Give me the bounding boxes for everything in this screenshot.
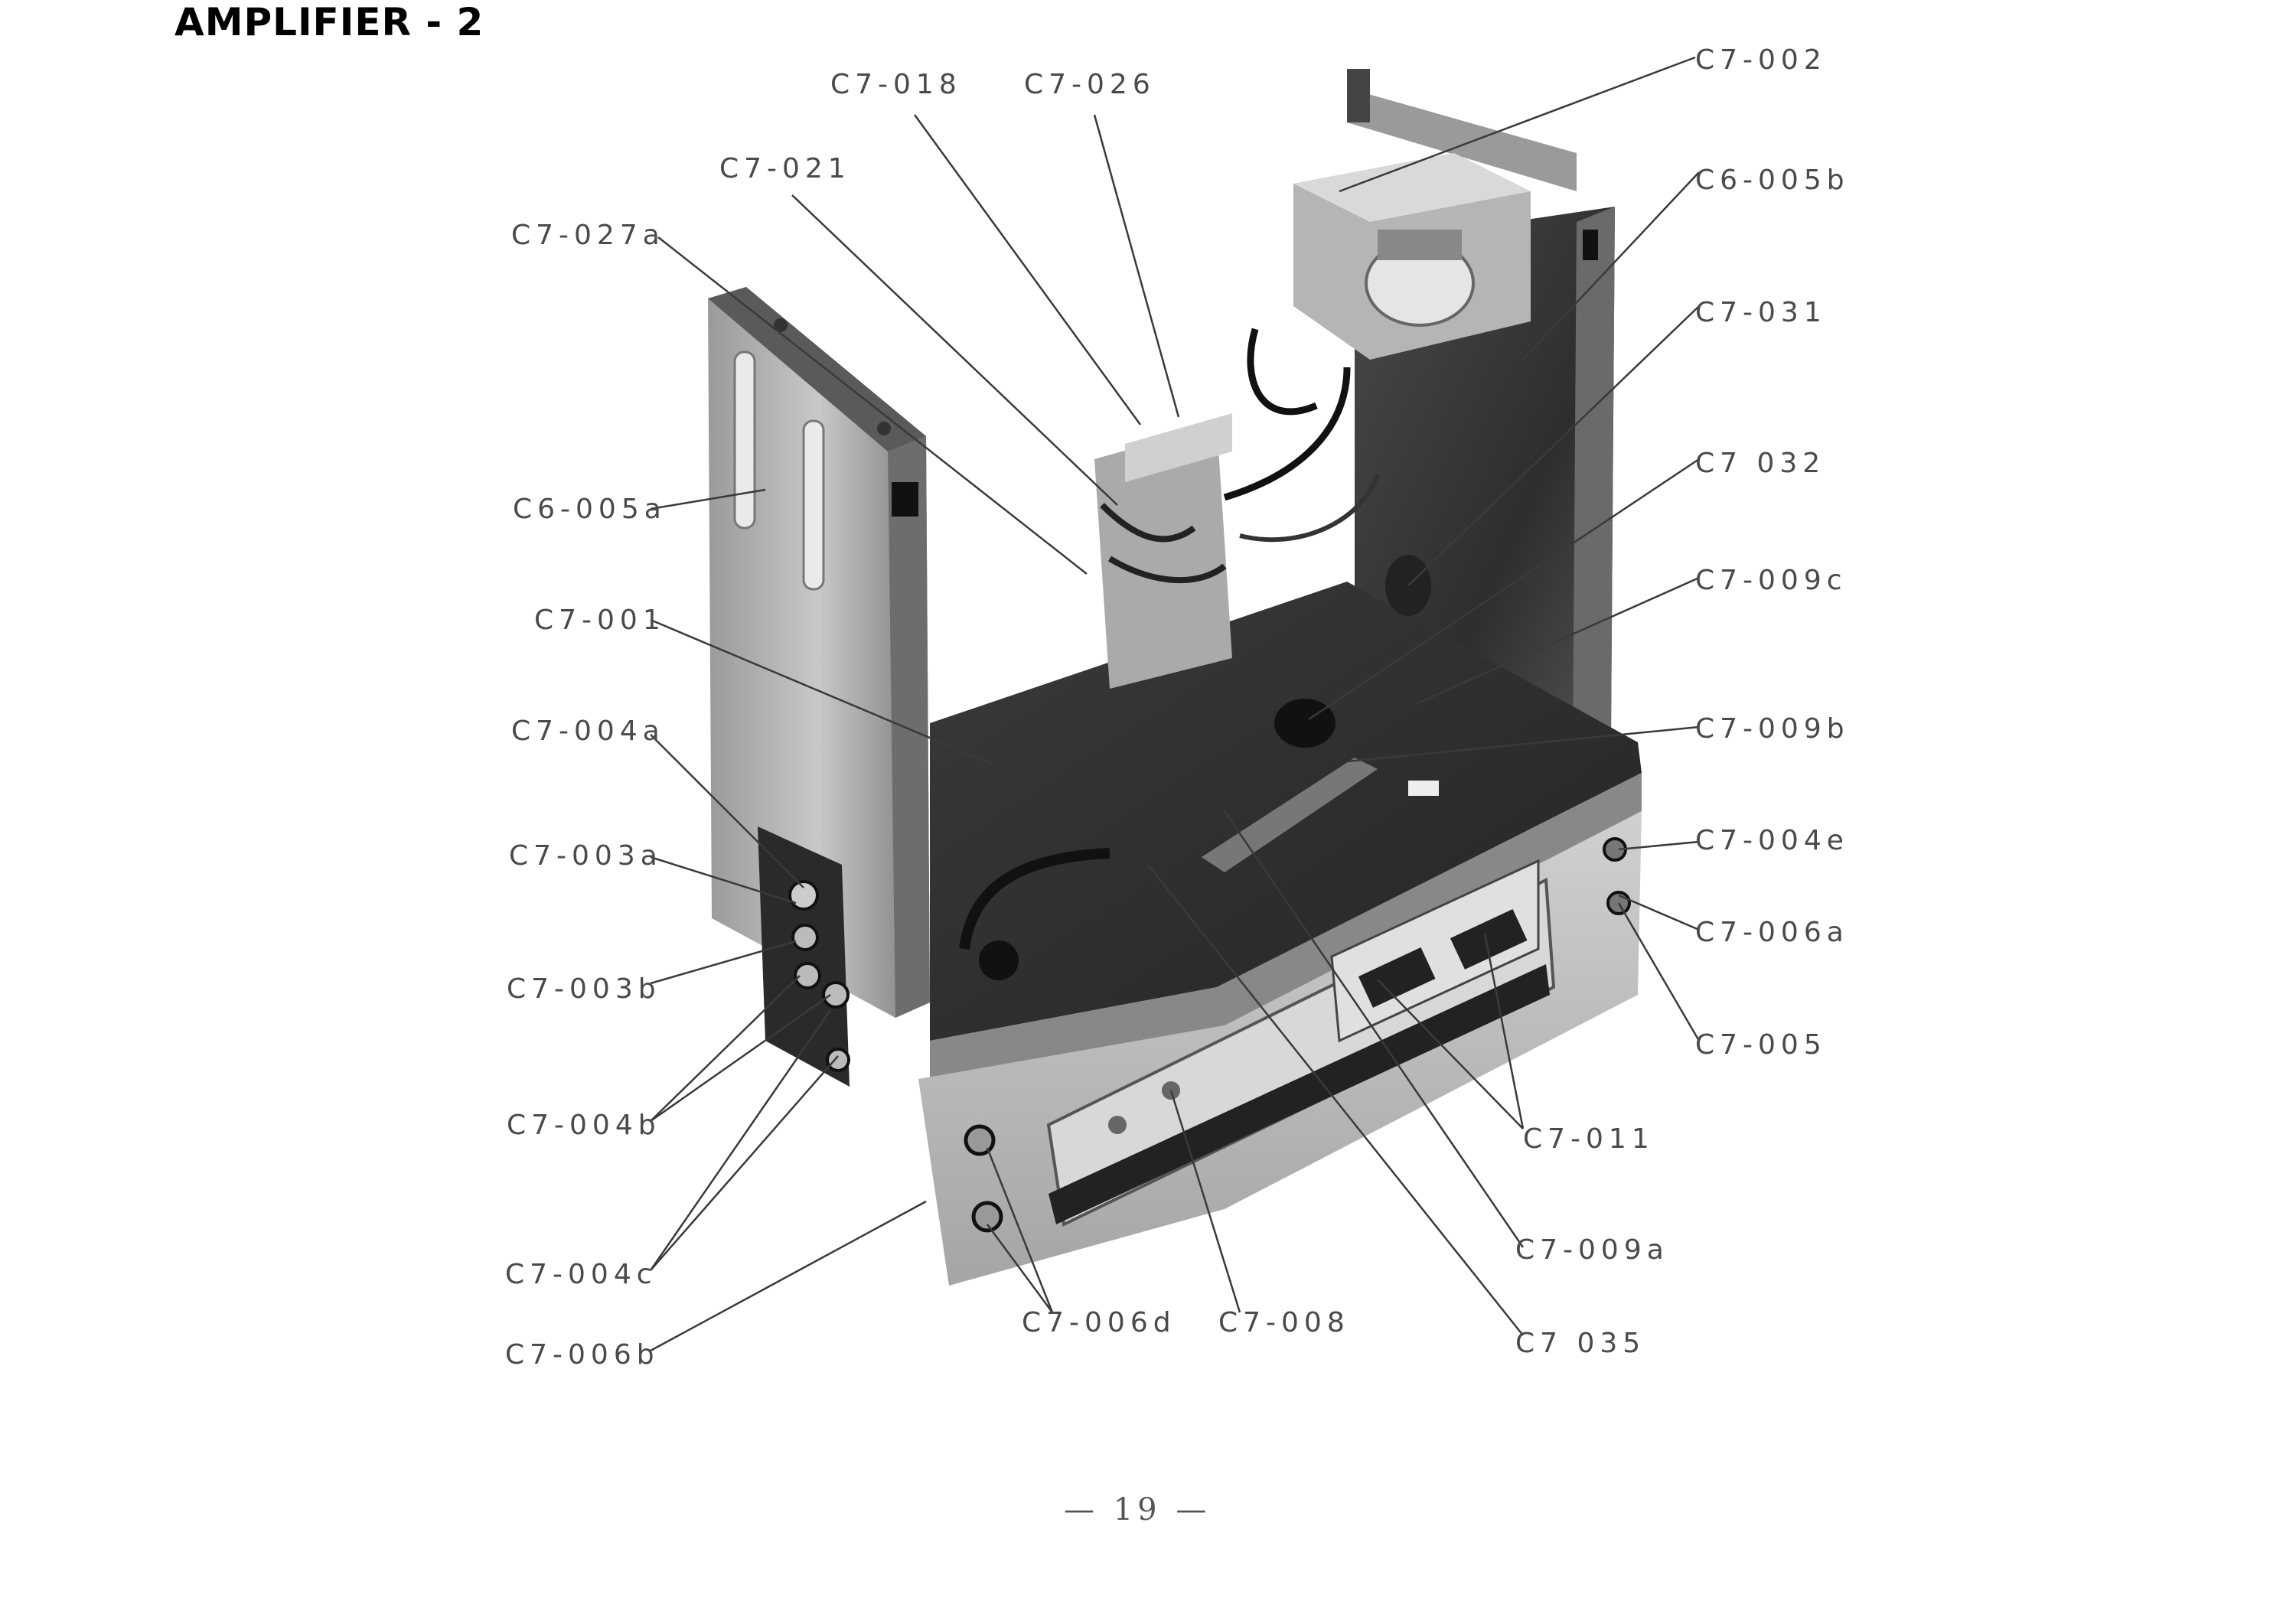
wire-harness bbox=[959, 328, 1380, 980]
label-c7-006d: C7-006d bbox=[1022, 1307, 1176, 1338]
label-c7-005: C7-005 bbox=[1695, 1029, 1827, 1061]
label-c6-005a: C6-005a bbox=[513, 494, 667, 525]
label-c7-021: C7-021 bbox=[719, 153, 851, 184]
label-c6-005b: C6-005b bbox=[1695, 165, 1850, 196]
label-c7-032: C7 032 bbox=[1695, 448, 1826, 479]
label-c7-001: C7-001 bbox=[534, 605, 666, 636]
label-c7-004e: C7-004e bbox=[1695, 825, 1849, 856]
label-c7-008: C7-008 bbox=[1218, 1307, 1350, 1338]
power-transformer bbox=[1293, 69, 1577, 360]
label-c7-027a: C7-027a bbox=[511, 220, 665, 251]
label-c7-006b: C7-006b bbox=[505, 1339, 660, 1371]
front-panel bbox=[918, 811, 1642, 1286]
label-c7-003b: C7-003b bbox=[507, 973, 661, 1005]
label-c7-009a: C7-009a bbox=[1515, 1234, 1669, 1266]
leader-lines bbox=[649, 56, 1701, 1352]
label-c7-011: C7-011 bbox=[1523, 1123, 1655, 1155]
label-c7-009b: C7-009b bbox=[1695, 713, 1850, 745]
label-c7-004a: C7-004a bbox=[511, 715, 665, 747]
label-c7-006a: C7-006a bbox=[1695, 917, 1849, 948]
label-c7-002: C7-002 bbox=[1695, 44, 1827, 76]
label-c7-003a: C7-003a bbox=[509, 840, 663, 872]
label-c7-009c: C7-009c bbox=[1695, 565, 1848, 596]
label-c7-031: C7-031 bbox=[1695, 297, 1827, 328]
page-number: — 19 — bbox=[1064, 1492, 1212, 1527]
label-c7-018: C7-018 bbox=[830, 69, 962, 100]
label-c7-026: C7-026 bbox=[1024, 69, 1156, 100]
terminal-board bbox=[1094, 413, 1232, 689]
left-side-panel bbox=[708, 287, 930, 1087]
label-c7-004b: C7-004b bbox=[507, 1110, 661, 1141]
page-title: AMPLIFIER - 2 bbox=[174, 0, 484, 44]
label-c7-004c: C7-004c bbox=[505, 1259, 657, 1290]
label-c7-035: C7 035 bbox=[1515, 1328, 1646, 1359]
